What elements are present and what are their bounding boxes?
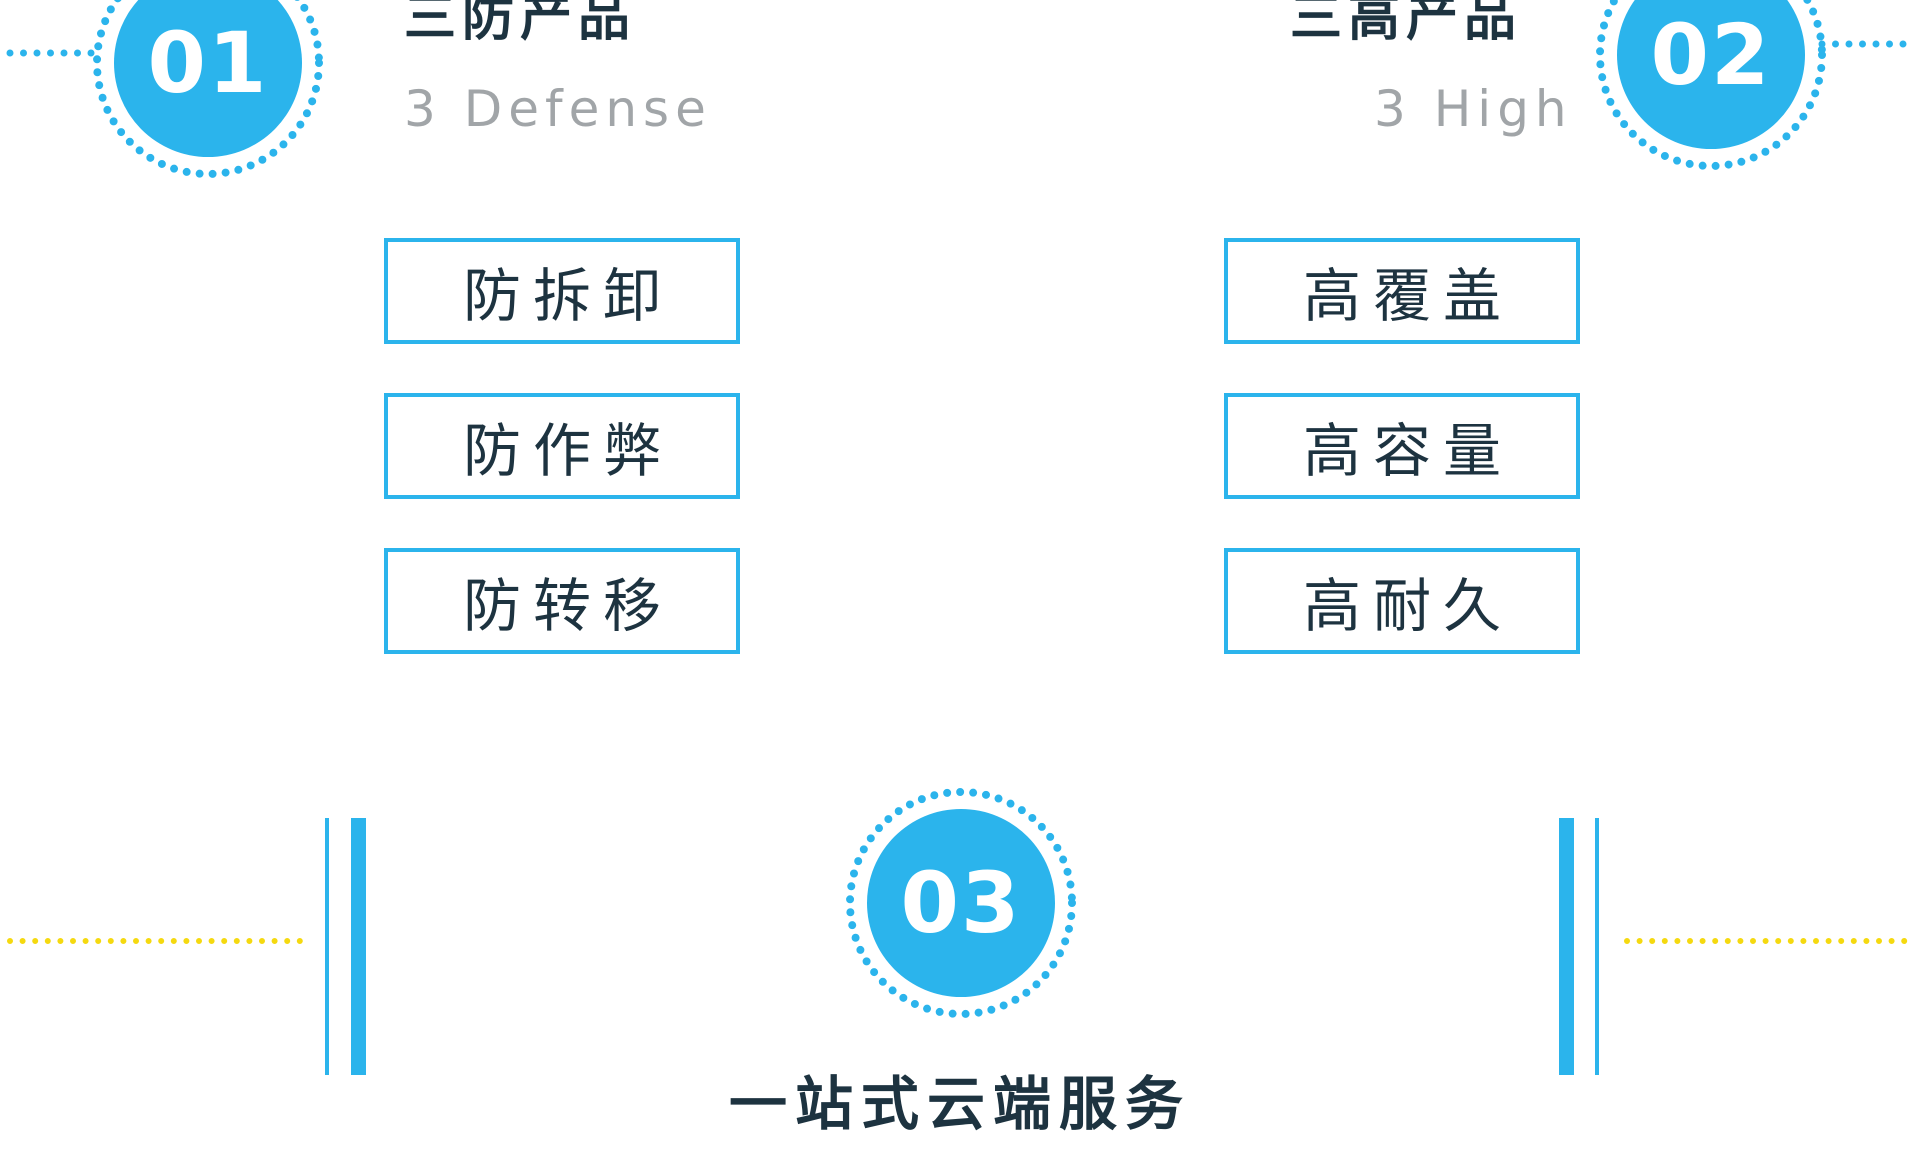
badge-02-ring xyxy=(1596,0,1826,170)
bracket-thick-bar-left xyxy=(351,818,366,1075)
bracket-thin-bar-right xyxy=(1595,818,1599,1075)
badge-03-number: 03 xyxy=(900,854,1022,952)
feature-box-high-capacity: 高容量 xyxy=(1224,393,1580,499)
bracket-thick-bar-right xyxy=(1559,818,1574,1075)
badge-03: 03 xyxy=(841,783,1081,1023)
badge-01-ring xyxy=(93,0,323,178)
badge-01: 01 xyxy=(88,0,328,183)
defense-title: 三防产品 xyxy=(404,0,637,48)
defense-subtitle: 3 Defense xyxy=(404,80,712,138)
badge-01-number: 01 xyxy=(147,14,269,112)
high-subtitle: 3 High xyxy=(1374,80,1573,138)
badge-03-ring xyxy=(846,788,1076,1018)
badge-02: 02 xyxy=(1591,0,1831,175)
feature-box-anti-transfer: 防转移 xyxy=(384,548,740,654)
service-title: 一站式云端服务 xyxy=(728,1070,1191,1138)
feature-box-high-durability: 高耐久 xyxy=(1224,548,1580,654)
bracket-thin-bar-left xyxy=(325,818,329,1075)
feature-box-anti-cheat: 防作弊 xyxy=(384,393,740,499)
feature-box-high-coverage: 高覆盖 xyxy=(1224,238,1580,344)
feature-box-anti-dismantle: 防拆卸 xyxy=(384,238,740,344)
high-title: 三高产品 xyxy=(1290,0,1523,48)
badge-02-number: 02 xyxy=(1650,6,1772,104)
